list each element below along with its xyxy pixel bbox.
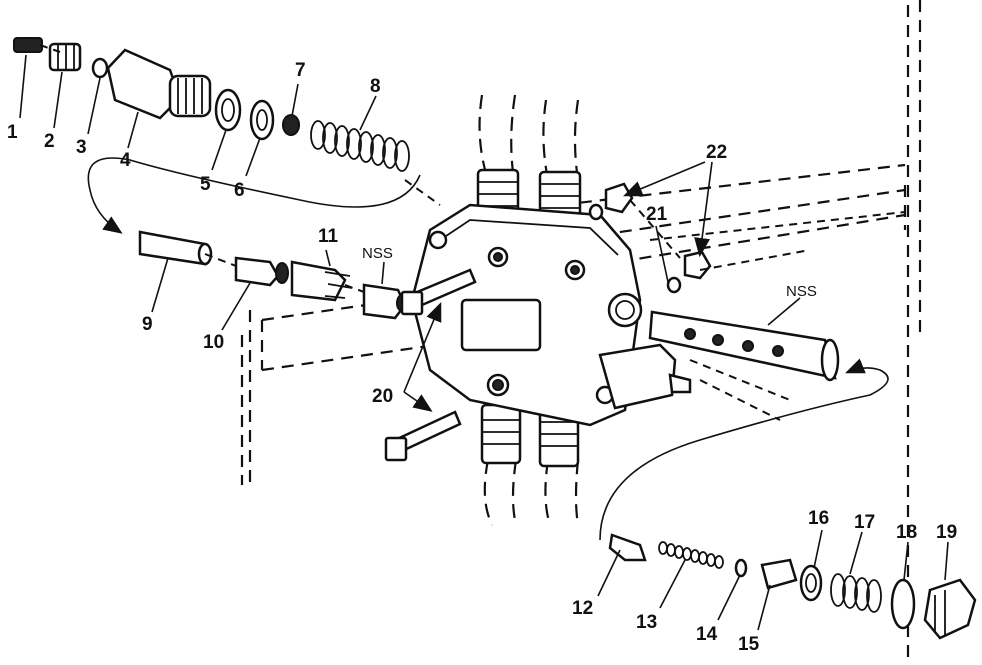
parts-right xyxy=(588,182,840,382)
valve-body xyxy=(410,203,692,427)
callout-1: 1 xyxy=(7,122,18,143)
callout-3: 3 xyxy=(76,137,87,158)
nss-label-right: NSS xyxy=(786,283,817,300)
assembly-routes xyxy=(39,44,889,541)
callout-10: 10 xyxy=(203,332,224,353)
callout-19: 19 xyxy=(936,522,957,543)
callout-9: 9 xyxy=(142,314,153,335)
callout-18: 18 xyxy=(896,522,917,543)
hose-fittings xyxy=(476,168,582,468)
callout-12: 12 xyxy=(572,598,593,619)
callout-5: 5 xyxy=(200,174,211,195)
callout-8: 8 xyxy=(370,76,381,97)
callout-20: 20 xyxy=(372,386,393,407)
callout-6: 6 xyxy=(234,180,245,201)
callout-labels: 1 2 3 4 5 6 7 8 9 10 11 12 13 14 15 16 1… xyxy=(7,60,957,655)
callout-16: 16 xyxy=(808,508,829,529)
callout-11: 11 xyxy=(318,226,339,247)
callout-7: 7 xyxy=(295,60,306,81)
callout-14: 14 xyxy=(696,624,718,645)
spring-13 xyxy=(658,541,724,569)
bolts-20 xyxy=(384,268,477,462)
callout-4: 4 xyxy=(120,150,131,171)
parts-bottom-row xyxy=(608,533,977,640)
callout-2: 2 xyxy=(44,131,55,152)
nameplate xyxy=(460,298,542,352)
parts-top-row xyxy=(13,37,410,172)
spring-8 xyxy=(310,120,410,172)
callout-17: 17 xyxy=(854,512,875,533)
callout-21: 21 xyxy=(646,204,668,225)
callout-15: 15 xyxy=(738,634,760,655)
nss-label-left: NSS xyxy=(362,245,393,262)
callout-22: 22 xyxy=(706,142,727,163)
leader-lines xyxy=(19,54,949,631)
callout-13: 13 xyxy=(636,612,657,633)
